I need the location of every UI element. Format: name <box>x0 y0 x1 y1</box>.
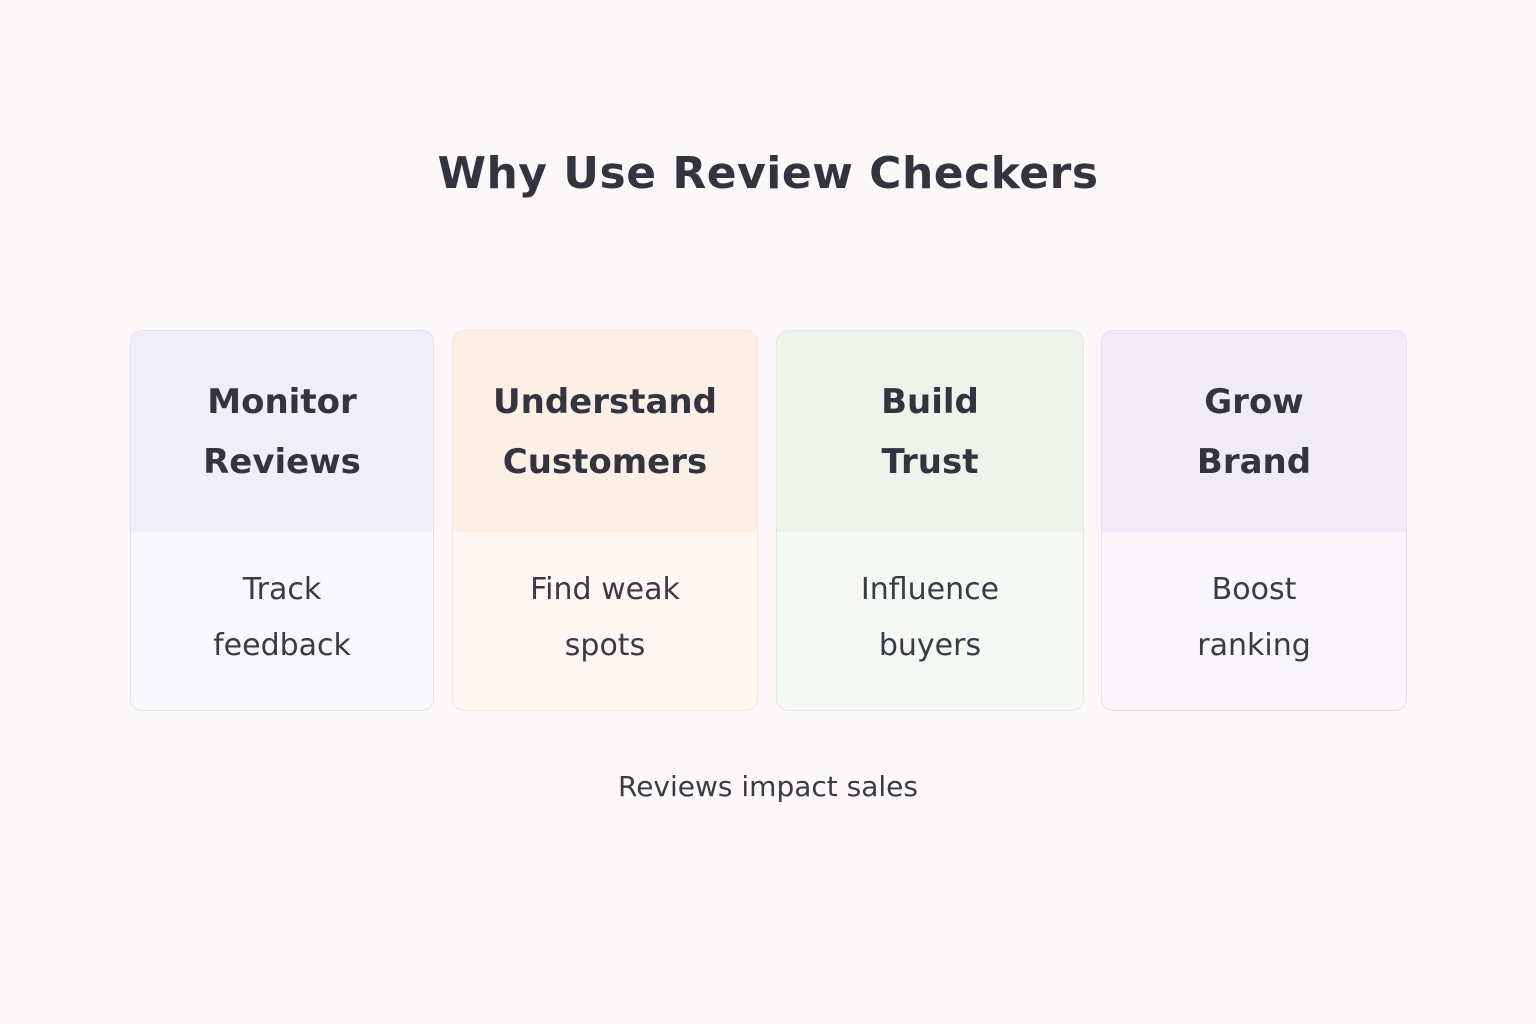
card-body: Track feedback <box>131 532 433 710</box>
card-heading-line: Understand <box>493 381 717 422</box>
card-heading: Build Trust <box>777 331 1083 532</box>
card-body: Boost ranking <box>1102 532 1406 710</box>
diagram-title: Why Use Review Checkers <box>437 148 1099 199</box>
card-heading-line: Customers <box>502 441 708 482</box>
card-heading: Understand Customers <box>453 331 757 532</box>
card-body-line: Track <box>242 572 322 607</box>
card-heading-line: Brand <box>1196 441 1312 482</box>
card-heading-line: Build <box>881 381 979 422</box>
card-heading-line: Trust <box>881 441 979 482</box>
card-body-line: feedback <box>213 628 351 663</box>
card-heading-line: Reviews <box>203 441 361 482</box>
card-body-line: Boost <box>1211 572 1297 607</box>
card-monitor-reviews: Monitor Reviews Track feedback <box>130 330 434 711</box>
card-build-trust: Build Trust Influence buyers <box>776 330 1084 711</box>
card-body: Influence buyers <box>777 532 1083 710</box>
card-body-line: Find weak <box>530 572 680 607</box>
card-grow-brand: Grow Brand Boost ranking <box>1101 330 1407 711</box>
card-body-line: buyers <box>878 628 982 663</box>
card-heading: Monitor Reviews <box>131 331 433 532</box>
card-body-line: spots <box>564 628 646 663</box>
card-heading-line: Grow <box>1204 381 1304 422</box>
card-heading: Grow Brand <box>1102 331 1406 532</box>
footer-caption: Reviews impact sales <box>618 770 918 803</box>
card-body-line: Influence <box>860 572 1000 607</box>
card-heading-line: Monitor <box>207 381 357 422</box>
card-body: Find weak spots <box>453 532 757 710</box>
card-understand-customers: Understand Customers Find weak spots <box>452 330 758 711</box>
card-body-line: ranking <box>1197 628 1311 663</box>
